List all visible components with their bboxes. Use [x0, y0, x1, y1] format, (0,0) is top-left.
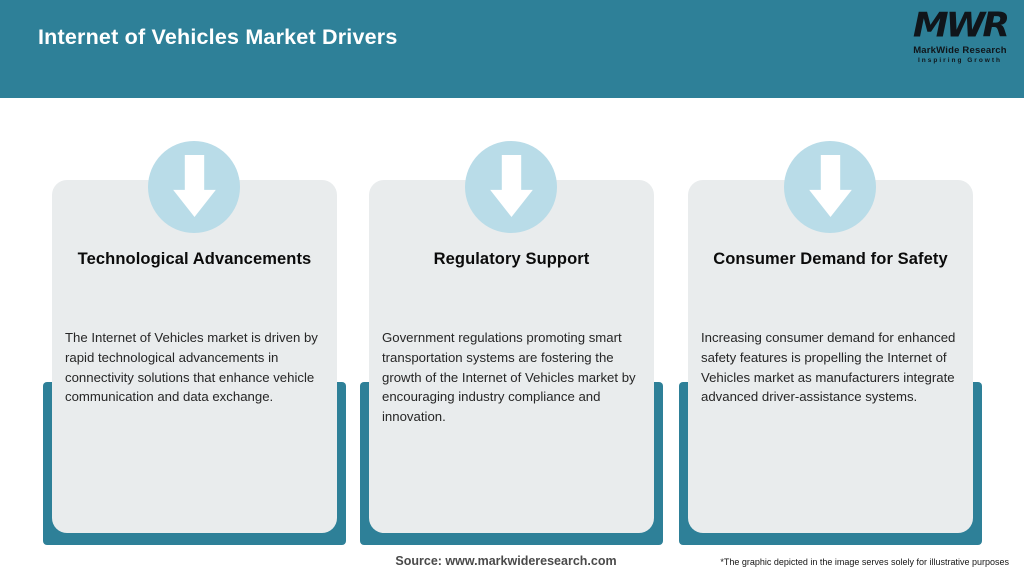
- markwide-research-logo: MWR MarkWide Research Inspiring Growth: [904, 8, 1016, 64]
- card-body-text: The Internet of Vehicles market is drive…: [65, 330, 318, 405]
- down-arrow-badge: [148, 141, 240, 233]
- down-arrow-icon: [489, 155, 533, 218]
- logo-company-name: MarkWide Research: [913, 45, 1007, 56]
- header-bar: Internet of Vehicles Market Drivers MWR …: [0, 0, 1024, 98]
- down-arrow-badge: [784, 141, 876, 233]
- card-body-text: Government regulations promoting smart t…: [382, 330, 636, 425]
- logo-monogram: MWR: [912, 6, 1010, 46]
- card-body-text: Increasing consumer demand for enhanced …: [701, 330, 956, 405]
- driver-card-2: Regulatory Support Government regulation…: [369, 180, 654, 533]
- card-title: Technological Advancements: [77, 250, 312, 268]
- driver-card-1: Technological Advancements The Internet …: [52, 180, 337, 533]
- down-arrow-icon: [808, 155, 852, 218]
- disclaimer-note: *The graphic depicted in the image serve…: [720, 557, 1009, 567]
- down-arrow-badge: [465, 141, 557, 233]
- source-attribution: Source: www.markwideresearch.com: [395, 554, 617, 568]
- driver-card-3: Consumer Demand for Safety Increasing co…: [688, 180, 973, 533]
- page-title: Internet of Vehicles Market Drivers: [38, 25, 398, 49]
- logo-tagline: Inspiring Growth: [918, 56, 1002, 64]
- card-title: Regulatory Support: [433, 250, 590, 268]
- card-title: Consumer Demand for Safety: [713, 250, 948, 268]
- down-arrow-icon: [172, 155, 216, 218]
